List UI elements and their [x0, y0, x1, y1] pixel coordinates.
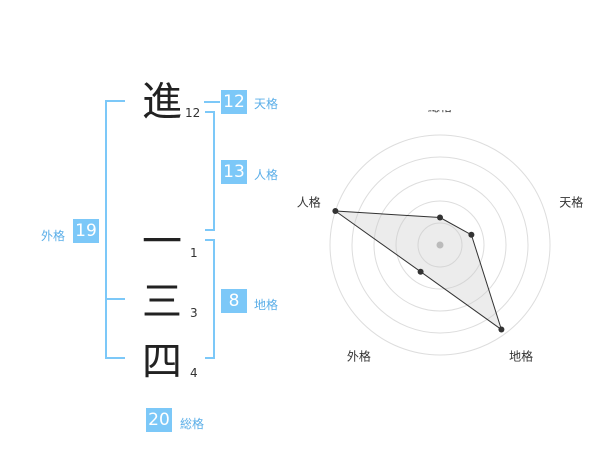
radar-axis-label-2: 地格: [509, 349, 533, 364]
radar-axis-label-1: 天格: [559, 194, 583, 209]
radar-grid: [329, 134, 551, 356]
gaikaku-label: 外格: [41, 229, 66, 243]
radar-center-dot: [436, 241, 444, 249]
radar-point-3: [417, 268, 424, 275]
radar-series-area: [333, 210, 503, 331]
radar-axis-label-0: 総格: [428, 110, 452, 114]
name-char-2: 一: [142, 219, 182, 265]
tenkaku-value: 12: [221, 90, 247, 114]
stroke-count-4: 4: [190, 366, 198, 380]
radar-axis-label-3: 外格: [347, 349, 371, 364]
chikaku-value: 8: [221, 289, 247, 313]
radar-grid-ring-1: [417, 222, 463, 268]
radar-points: [332, 208, 505, 333]
name-char-4: 四: [142, 339, 182, 385]
name-char-1: 進: [142, 79, 182, 125]
jinkaku-value: 13: [221, 160, 247, 184]
stroke-count-2: 1: [190, 246, 198, 260]
gaikaku-value: 19: [73, 219, 99, 243]
radar-grid-ring-4: [351, 156, 529, 334]
chikaku-label: 地格: [254, 298, 279, 312]
radar-point-1: [468, 231, 475, 238]
name-char-3: 三: [142, 279, 182, 325]
tenkaku-label: 天格: [254, 97, 279, 111]
radar-grid-ring-5: [329, 134, 551, 356]
radar-point-2: [498, 326, 505, 333]
radar-axis-label-4: 人格: [297, 194, 321, 209]
radar-grid-ring-2: [395, 200, 485, 290]
jinkaku-label: 人格: [254, 168, 279, 182]
soukaku-value: 20: [146, 408, 172, 432]
soukaku-label: 総格: [180, 417, 205, 431]
radar-grid-ring-3: [373, 178, 507, 312]
stroke-count-3: 3: [190, 306, 198, 320]
radar-point-4: [332, 208, 339, 215]
stroke-count-1: 12: [185, 106, 201, 120]
radar-point-0: [437, 214, 443, 221]
